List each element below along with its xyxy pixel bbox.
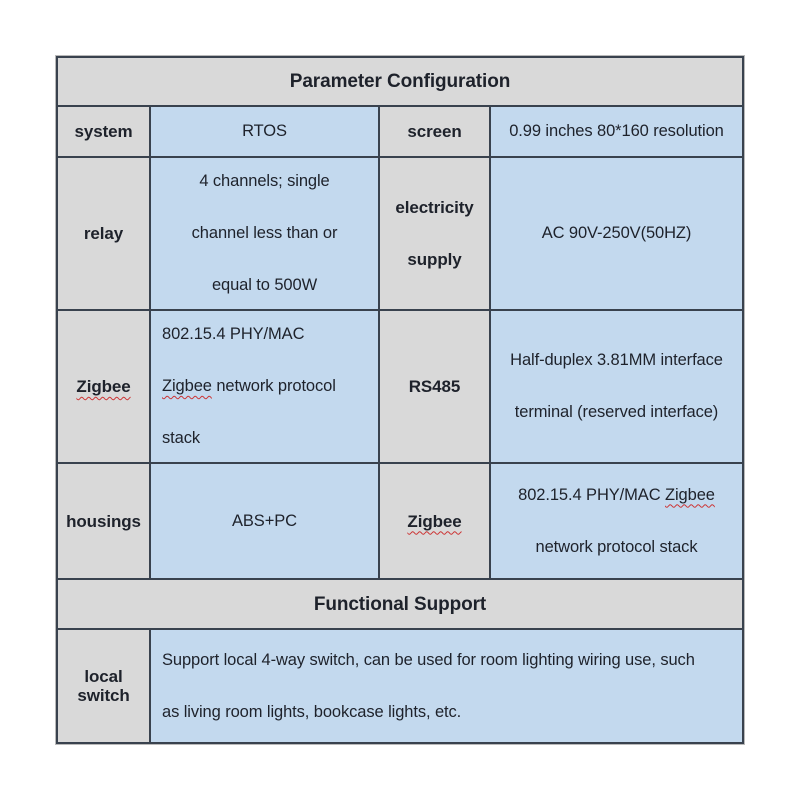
cell-zigbee-label: Zigbee xyxy=(58,311,149,462)
cell-zigbee2-label: Zigbee xyxy=(380,464,489,578)
cell-relay-value: 4 channels; single channel less than or … xyxy=(151,158,378,309)
zigbee-line2-rest: network protocol xyxy=(211,377,336,395)
cell-electricity-supply-value: AC 90V-250V(50HZ) xyxy=(491,158,742,309)
section-title-functional-support: Functional Support xyxy=(58,580,742,628)
parameter-spec-table: Parameter Configuration system RTOS scre… xyxy=(55,55,745,745)
electricity-label-line1: electricity xyxy=(395,198,474,217)
zigbee2-value-line2: network protocol stack xyxy=(535,537,698,556)
cell-local-switch-label: local switch xyxy=(58,630,149,742)
relay-value-line1: 4 channels; single xyxy=(199,172,330,190)
cell-system-label: system xyxy=(58,107,149,156)
zigbee-word: Zigbee xyxy=(162,377,212,395)
cell-housings-label: housings xyxy=(58,464,149,578)
zigbee-value-line2: Zigbee network protocol xyxy=(162,377,336,396)
electricity-label-line2: supply xyxy=(407,250,462,269)
cell-screen-label: screen xyxy=(380,107,489,156)
cell-system-value: RTOS xyxy=(151,107,378,156)
local-switch-line2: as living room lights, bookcase lights, … xyxy=(162,702,462,721)
cell-relay-label: relay xyxy=(58,158,149,309)
rs485-value-line1: Half-duplex 3.81MM interface xyxy=(510,351,723,369)
cell-zigbee2-value: 802.15.4 PHY/MAC Zigbee network protocol… xyxy=(491,464,742,578)
zigbee2-label-word: Zigbee xyxy=(407,511,462,531)
cell-screen-value: 0.99 inches 80*160 resolution xyxy=(491,107,742,156)
section-title-parameter-configuration: Parameter Configuration xyxy=(58,58,742,105)
cell-electricity-supply-label: electricity supply xyxy=(380,158,489,309)
cell-housings-value: ABS+PC xyxy=(151,464,378,578)
zigbee2-word: Zigbee xyxy=(665,485,715,504)
relay-value-line2: channel less than or xyxy=(191,224,338,242)
zigbee-label-word: Zigbee xyxy=(76,377,131,396)
cell-local-switch-value: Support local 4-way switch, can be used … xyxy=(151,630,742,742)
zigbee-value-line1: 802.15.4 PHY/MAC xyxy=(162,325,305,343)
cell-zigbee-value: 802.15.4 PHY/MAC Zigbee network protocol… xyxy=(151,311,378,462)
cell-rs485-label: RS485 xyxy=(380,311,489,462)
cell-rs485-value: Half-duplex 3.81MM interface terminal (r… xyxy=(491,311,742,462)
zigbee-value-line3: stack xyxy=(162,429,201,447)
relay-value-line3: equal to 500W xyxy=(211,276,318,294)
local-switch-line1: Support local 4-way switch, can be used … xyxy=(162,650,695,669)
zigbee2-value-line1: 802.15.4 PHY/MAC Zigbee xyxy=(518,486,715,505)
zigbee2-line1-prefix: 802.15.4 PHY/MAC xyxy=(518,485,665,504)
rs485-value-line2: terminal (reserved interface) xyxy=(514,403,719,421)
